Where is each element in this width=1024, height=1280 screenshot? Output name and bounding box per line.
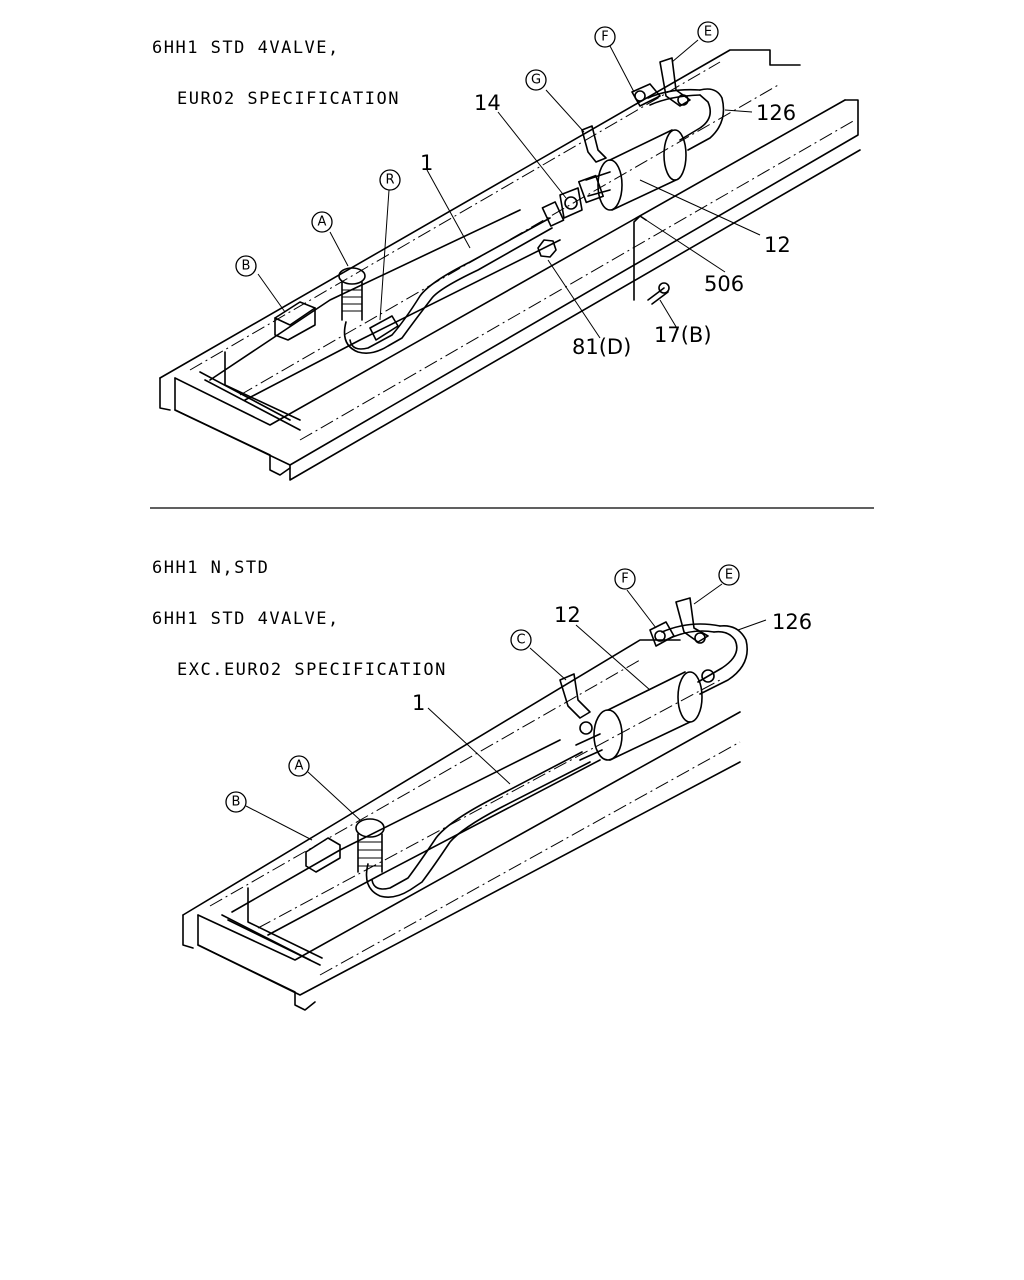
top-label-part-17: 17(B) <box>654 323 712 347</box>
top-clamp-r <box>369 315 399 341</box>
top-callout-f: F <box>594 26 616 48</box>
top-gasket <box>559 187 583 219</box>
bottom-muffler <box>575 671 703 761</box>
top-label-part-12: 12 <box>764 233 791 257</box>
bottom-label-part-1: 1 <box>412 691 425 715</box>
top-callout-a: A <box>311 211 333 233</box>
top-callout-g: G <box>525 69 547 91</box>
bottom-frame-rail <box>182 639 741 1011</box>
bottom-caption-line-2: 6HH1 STD 4VALVE, <box>152 609 340 629</box>
top-exhaust-pipe <box>343 201 565 354</box>
top-flex-joint <box>338 267 366 321</box>
bottom-exhaust-pipe <box>365 751 591 898</box>
bottom-callout-f-text: F <box>621 572 628 587</box>
top-callout-r-text: R <box>385 173 394 188</box>
top-callout-f-text: F <box>601 30 608 45</box>
top-bracket-b <box>274 301 316 341</box>
top-callout-a-text: A <box>318 215 327 230</box>
bottom-flex-joint <box>355 818 385 873</box>
bottom-caption-line-3: EXC.EURO2 SPECIFICATION <box>177 660 447 680</box>
bottom-callout-e-text: E <box>725 568 733 583</box>
bottom-label-part-126: 126 <box>772 610 812 634</box>
top-callout-r: R <box>379 169 401 191</box>
top-tail-pipe <box>647 88 725 151</box>
top-callout-b-text: B <box>242 259 251 274</box>
top-caption-line-1: 6HH1 STD 4VALVE, <box>152 38 340 58</box>
top-callout-g-text: G <box>531 73 541 88</box>
bottom-callout-b-text: B <box>232 795 241 810</box>
bottom-caption-line-1: 6HH1 N,STD <box>152 558 270 578</box>
top-callout-e: E <box>697 21 719 43</box>
top-bolt <box>647 282 670 305</box>
bottom-callout-f: F <box>614 568 636 590</box>
top-label-part-14: 14 <box>474 91 501 115</box>
top-callout-b: B <box>235 255 257 277</box>
top-callout-e-text: E <box>704 25 712 40</box>
top-label-part-1: 1 <box>420 151 433 175</box>
top-label-part-81: 81(D) <box>572 335 631 359</box>
top-label-part-126: 126 <box>756 101 796 125</box>
top-exhaust-diagram: 1 14 126 12 506 81(D) 17(B) A B R G <box>159 21 861 481</box>
top-nut <box>537 239 557 258</box>
bottom-leader-lines <box>245 583 767 841</box>
bottom-label-part-12: 12 <box>554 603 581 627</box>
bottom-exhaust-diagram: 1 12 126 A B C F E <box>182 564 812 1011</box>
bottom-callout-e: E <box>718 564 740 586</box>
top-hanger-brackets <box>581 57 691 163</box>
bottom-hanger-brackets <box>559 597 715 735</box>
bottom-callout-c-text: C <box>516 633 525 648</box>
top-diagram-caption: 6HH1 STD 4VALVE, EURO2 SPECIFICATION <box>152 6 400 142</box>
top-frame-rail <box>159 49 861 481</box>
bottom-bracket-b <box>305 837 341 873</box>
top-hook <box>633 215 647 301</box>
bottom-callout-b: B <box>225 791 247 813</box>
bottom-callout-a: A <box>288 755 310 777</box>
bottom-callout-c: C <box>510 629 532 651</box>
bottom-callout-a-text: A <box>295 759 304 774</box>
top-caption-line-2: EURO2 SPECIFICATION <box>177 89 400 109</box>
bottom-diagram-caption: 6HH1 N,STD 6HH1 STD 4VALVE, EXC.EURO2 SP… <box>152 526 447 713</box>
top-muffler <box>577 129 687 211</box>
top-leader-lines <box>257 39 761 339</box>
top-label-part-506: 506 <box>704 272 744 296</box>
